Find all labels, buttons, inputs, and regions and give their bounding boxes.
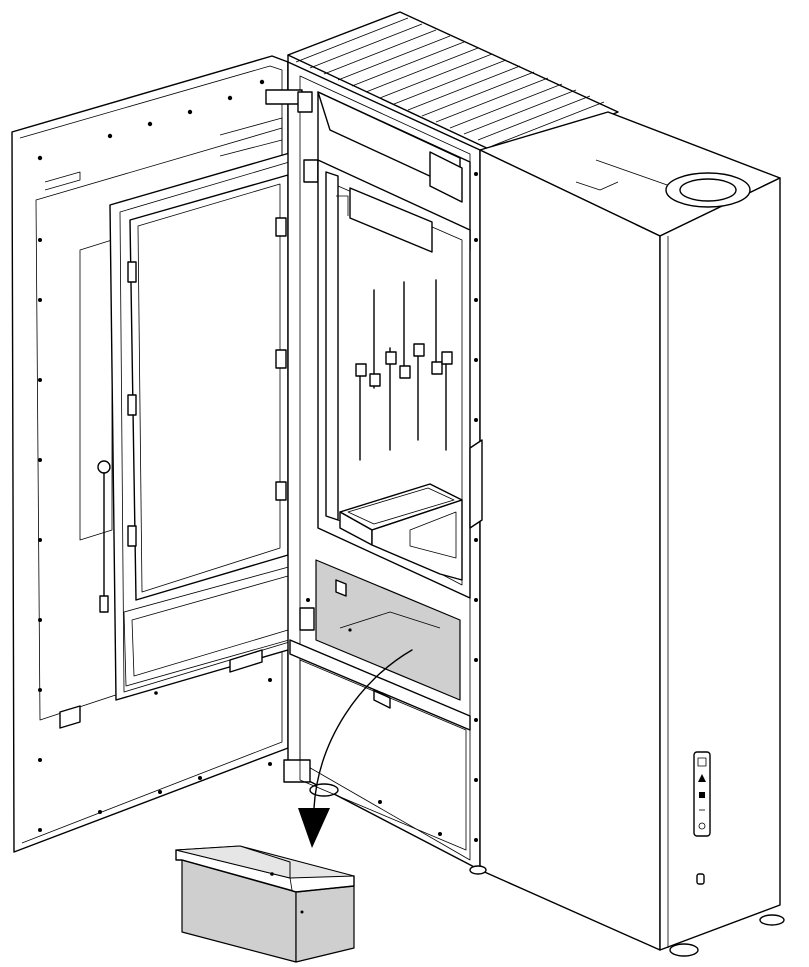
door-label-panel bbox=[79, 239, 113, 541]
glass-pane bbox=[137, 183, 281, 593]
arrow-down-icon bbox=[298, 808, 330, 848]
latch-bracket bbox=[219, 117, 283, 157]
body-front-inner bbox=[299, 75, 471, 861]
hinge-bracket-top bbox=[44, 171, 81, 191]
foot-right bbox=[759, 914, 785, 926]
glass-door-hinge-top bbox=[275, 217, 287, 237]
mode-icon bbox=[699, 792, 705, 798]
glass-door-clip-2 bbox=[127, 394, 137, 416]
removal-arrow bbox=[298, 649, 413, 848]
ash-cavity-sill bbox=[289, 639, 471, 731]
glass-pane-frame bbox=[129, 174, 289, 601]
power-icon bbox=[698, 822, 706, 830]
slot-clip-7 bbox=[441, 351, 453, 365]
foot-front bbox=[669, 943, 699, 957]
convector-top bbox=[287, 11, 619, 159]
door-handle-knob bbox=[97, 460, 111, 474]
air-slots bbox=[355, 279, 453, 461]
ash-cavity-crease bbox=[339, 611, 441, 629]
slot-clip-4 bbox=[399, 365, 411, 379]
slot-clip-6 bbox=[431, 361, 443, 375]
ash-drawer-interior bbox=[175, 845, 291, 879]
warning-icon bbox=[698, 774, 706, 782]
foot-left bbox=[469, 865, 487, 875]
burn-pot-side bbox=[371, 499, 463, 581]
body-side-front bbox=[479, 149, 661, 951]
arrow-curve bbox=[313, 649, 413, 809]
hinge-upper-pin bbox=[297, 91, 313, 113]
door-handle-foot bbox=[99, 595, 109, 613]
slot-clip-1 bbox=[355, 363, 367, 377]
burn-pot-inner bbox=[347, 487, 455, 525]
combustion-chamber bbox=[317, 91, 483, 599]
outer-door-edge bbox=[19, 65, 283, 844]
hinge-upper bbox=[265, 89, 303, 105]
display-icon bbox=[697, 757, 707, 767]
slot-clip-3 bbox=[369, 373, 381, 387]
deflector-end bbox=[429, 151, 463, 203]
ash-drawer-lip bbox=[175, 849, 355, 893]
glass-door-hinge-mid bbox=[275, 349, 287, 369]
glass-door-bottom-bracket bbox=[229, 649, 263, 673]
ash-drawer-corner bbox=[289, 877, 293, 891]
chamber-side-latch bbox=[469, 439, 483, 529]
pellet-hatch-inner bbox=[679, 178, 737, 202]
baffle-bracket bbox=[336, 195, 349, 216]
status-led bbox=[696, 873, 705, 885]
hinge-lower-pin bbox=[299, 607, 315, 631]
hinge-bottom bbox=[283, 759, 311, 783]
glass-door-hinge-low bbox=[275, 481, 287, 501]
burn-pot-chute bbox=[409, 511, 457, 559]
glass-door bbox=[59, 149, 306, 729]
glass-hinge-top bbox=[303, 159, 319, 183]
upper-baffle bbox=[349, 187, 433, 253]
slot-clip-5 bbox=[413, 343, 425, 357]
glass-door-clip-3 bbox=[127, 525, 137, 547]
lower-access-panel bbox=[299, 659, 467, 851]
chamber-left-frame bbox=[325, 171, 339, 521]
glass-door-clip-1 bbox=[127, 261, 137, 283]
slot-clip-2 bbox=[385, 351, 397, 365]
ash-cavity-hook bbox=[335, 579, 347, 597]
convector-fins bbox=[295, 17, 605, 147]
ash-cavity bbox=[289, 559, 471, 851]
top-cap-notch bbox=[575, 181, 619, 191]
ash-drawer-side bbox=[295, 885, 355, 963]
outer-door-bottom-bracket bbox=[59, 705, 81, 729]
body-side-right bbox=[659, 177, 781, 951]
ash-drawer bbox=[175, 845, 355, 963]
